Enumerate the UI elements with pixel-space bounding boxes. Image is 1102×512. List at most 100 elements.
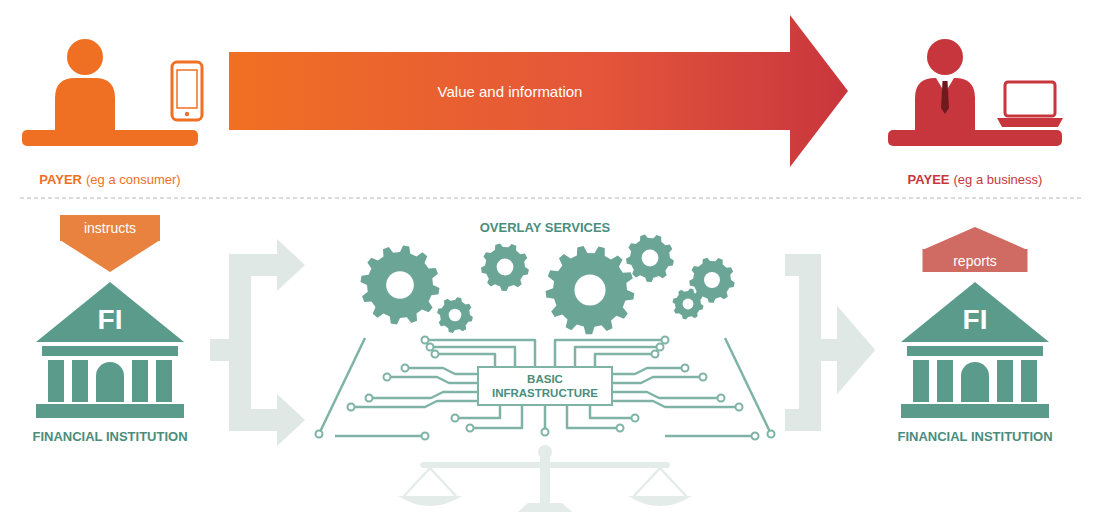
arrow-label: reports: [953, 253, 997, 269]
scales-hanger: [404, 468, 430, 496]
gear-symbol: [481, 244, 529, 291]
bank-caption-wrap: FINANCIAL INSTITUTION: [32, 428, 187, 445]
flow-arrow: [210, 350, 305, 446]
phone-icon: [172, 62, 202, 120]
bank-caption-wrap: FINANCIAL INSTITUTION: [897, 428, 1052, 445]
scales-knob: [538, 445, 552, 459]
role-example: (eg a business): [954, 172, 1043, 187]
desk: [888, 130, 1062, 146]
arrow-head: [923, 227, 1028, 250]
bank-base: [901, 404, 1049, 418]
trace-terminal: [402, 365, 409, 372]
arrow-shaft: [785, 350, 838, 420]
arrow-label-wrap: Value and information: [438, 83, 583, 100]
arrow-shaft: [785, 265, 838, 350]
scales-hanger: [660, 468, 686, 496]
trace-terminal: [316, 431, 323, 438]
gear-symbol: [361, 246, 440, 325]
caption-row: PAYEE (eg a business): [908, 170, 1043, 188]
trace-terminal: [718, 395, 725, 402]
circuit-trace: [319, 338, 365, 434]
arrow-label-wrap: reports: [953, 253, 997, 269]
laptop-screen: [1005, 82, 1055, 116]
gear-symbol: [546, 246, 635, 334]
person-node: PAYER(eg a consumer): [14, 36, 206, 192]
person-body: [915, 78, 975, 130]
flow-arrow: [785, 265, 875, 394]
bank-pillar: [72, 360, 88, 402]
trace-terminal: [422, 337, 429, 344]
flow-arrow: [60, 215, 160, 272]
role-name: PAYEE: [908, 172, 950, 187]
gear-hole: [642, 250, 659, 267]
gear-hole: [683, 299, 694, 310]
scales-pan: [628, 496, 692, 506]
flow-arrow: [785, 306, 875, 420]
bank-door: [961, 362, 989, 402]
trace-terminal: [736, 404, 743, 411]
trace-terminal: [617, 425, 624, 432]
flow-arrow: [229, 15, 848, 167]
gear-hole: [386, 271, 414, 299]
person-icon: [880, 36, 1070, 148]
arrow-head: [837, 306, 875, 394]
desk: [22, 130, 198, 146]
bank-lintel: [42, 346, 178, 356]
trace-terminal: [662, 337, 669, 344]
bank-node: FIFINANCIAL INSTITUTION: [875, 280, 1075, 450]
bank-initials: FI: [98, 304, 123, 336]
gears-node: OVERLAY SERVICES: [305, 215, 785, 330]
arrow-shaft: [923, 249, 1028, 272]
gear-hole: [449, 309, 462, 322]
bank-pillar: [997, 360, 1013, 402]
circuit-trace: [725, 338, 771, 434]
flow-arrow: [923, 227, 1028, 272]
trace-terminal: [348, 404, 355, 411]
tie: [941, 81, 949, 114]
bank-node: FI FINANCIAL INSTITUTION: [10, 280, 210, 450]
gear-hole: [704, 272, 720, 288]
circuit-trace: [335, 435, 425, 438]
institution-caption: FINANCIAL INSTITUTION: [32, 428, 187, 445]
bank-icon: [10, 280, 210, 422]
gear-symbol: [626, 235, 674, 282]
scales-beam: [420, 462, 670, 468]
arrow-label-wrap: instructs: [84, 220, 136, 236]
bank-pillar: [913, 360, 929, 402]
arrow-head: [60, 240, 160, 272]
scales-hanger: [634, 468, 660, 496]
bank-pillar: [937, 360, 953, 402]
bank-initials-wrap: FI: [98, 304, 123, 336]
bank-door: [96, 362, 124, 402]
arrow-shaft: [229, 52, 791, 130]
person-icon: [14, 36, 206, 148]
laptop-base: [997, 118, 1063, 127]
arrow-label: instructs: [84, 220, 136, 236]
trace-terminal: [657, 344, 664, 351]
bank-pillar: [1021, 360, 1037, 402]
trace-terminal: [682, 365, 689, 372]
trace-terminal: [467, 425, 474, 432]
bank-roof: [36, 282, 184, 342]
trace-terminal: [366, 395, 373, 402]
bank-lintel: [907, 346, 1043, 356]
arrow-shaft: [210, 350, 278, 420]
trace-terminal: [422, 433, 429, 440]
arrow-head: [790, 15, 848, 167]
trace-terminal: [632, 415, 639, 422]
scales-symbol: [398, 445, 692, 512]
institution-caption: FINANCIAL INSTITUTION: [897, 428, 1052, 445]
trace-terminal: [427, 344, 434, 351]
circuit-trace: [665, 435, 755, 438]
trace-terminal: [768, 431, 775, 438]
trace-terminal: [700, 374, 707, 381]
bank-pillar: [132, 360, 148, 402]
scales-hangers: [404, 468, 686, 496]
arrow-head: [837, 306, 875, 394]
gear-hole: [497, 259, 514, 276]
gear-symbol: [673, 289, 704, 320]
circuit-node: BASIC INFRASTRUCTURE: [305, 332, 785, 440]
caption-row: PAYER(eg a consumer): [39, 170, 180, 188]
gear-symbol: [437, 297, 473, 333]
trace-terminal: [432, 351, 439, 358]
